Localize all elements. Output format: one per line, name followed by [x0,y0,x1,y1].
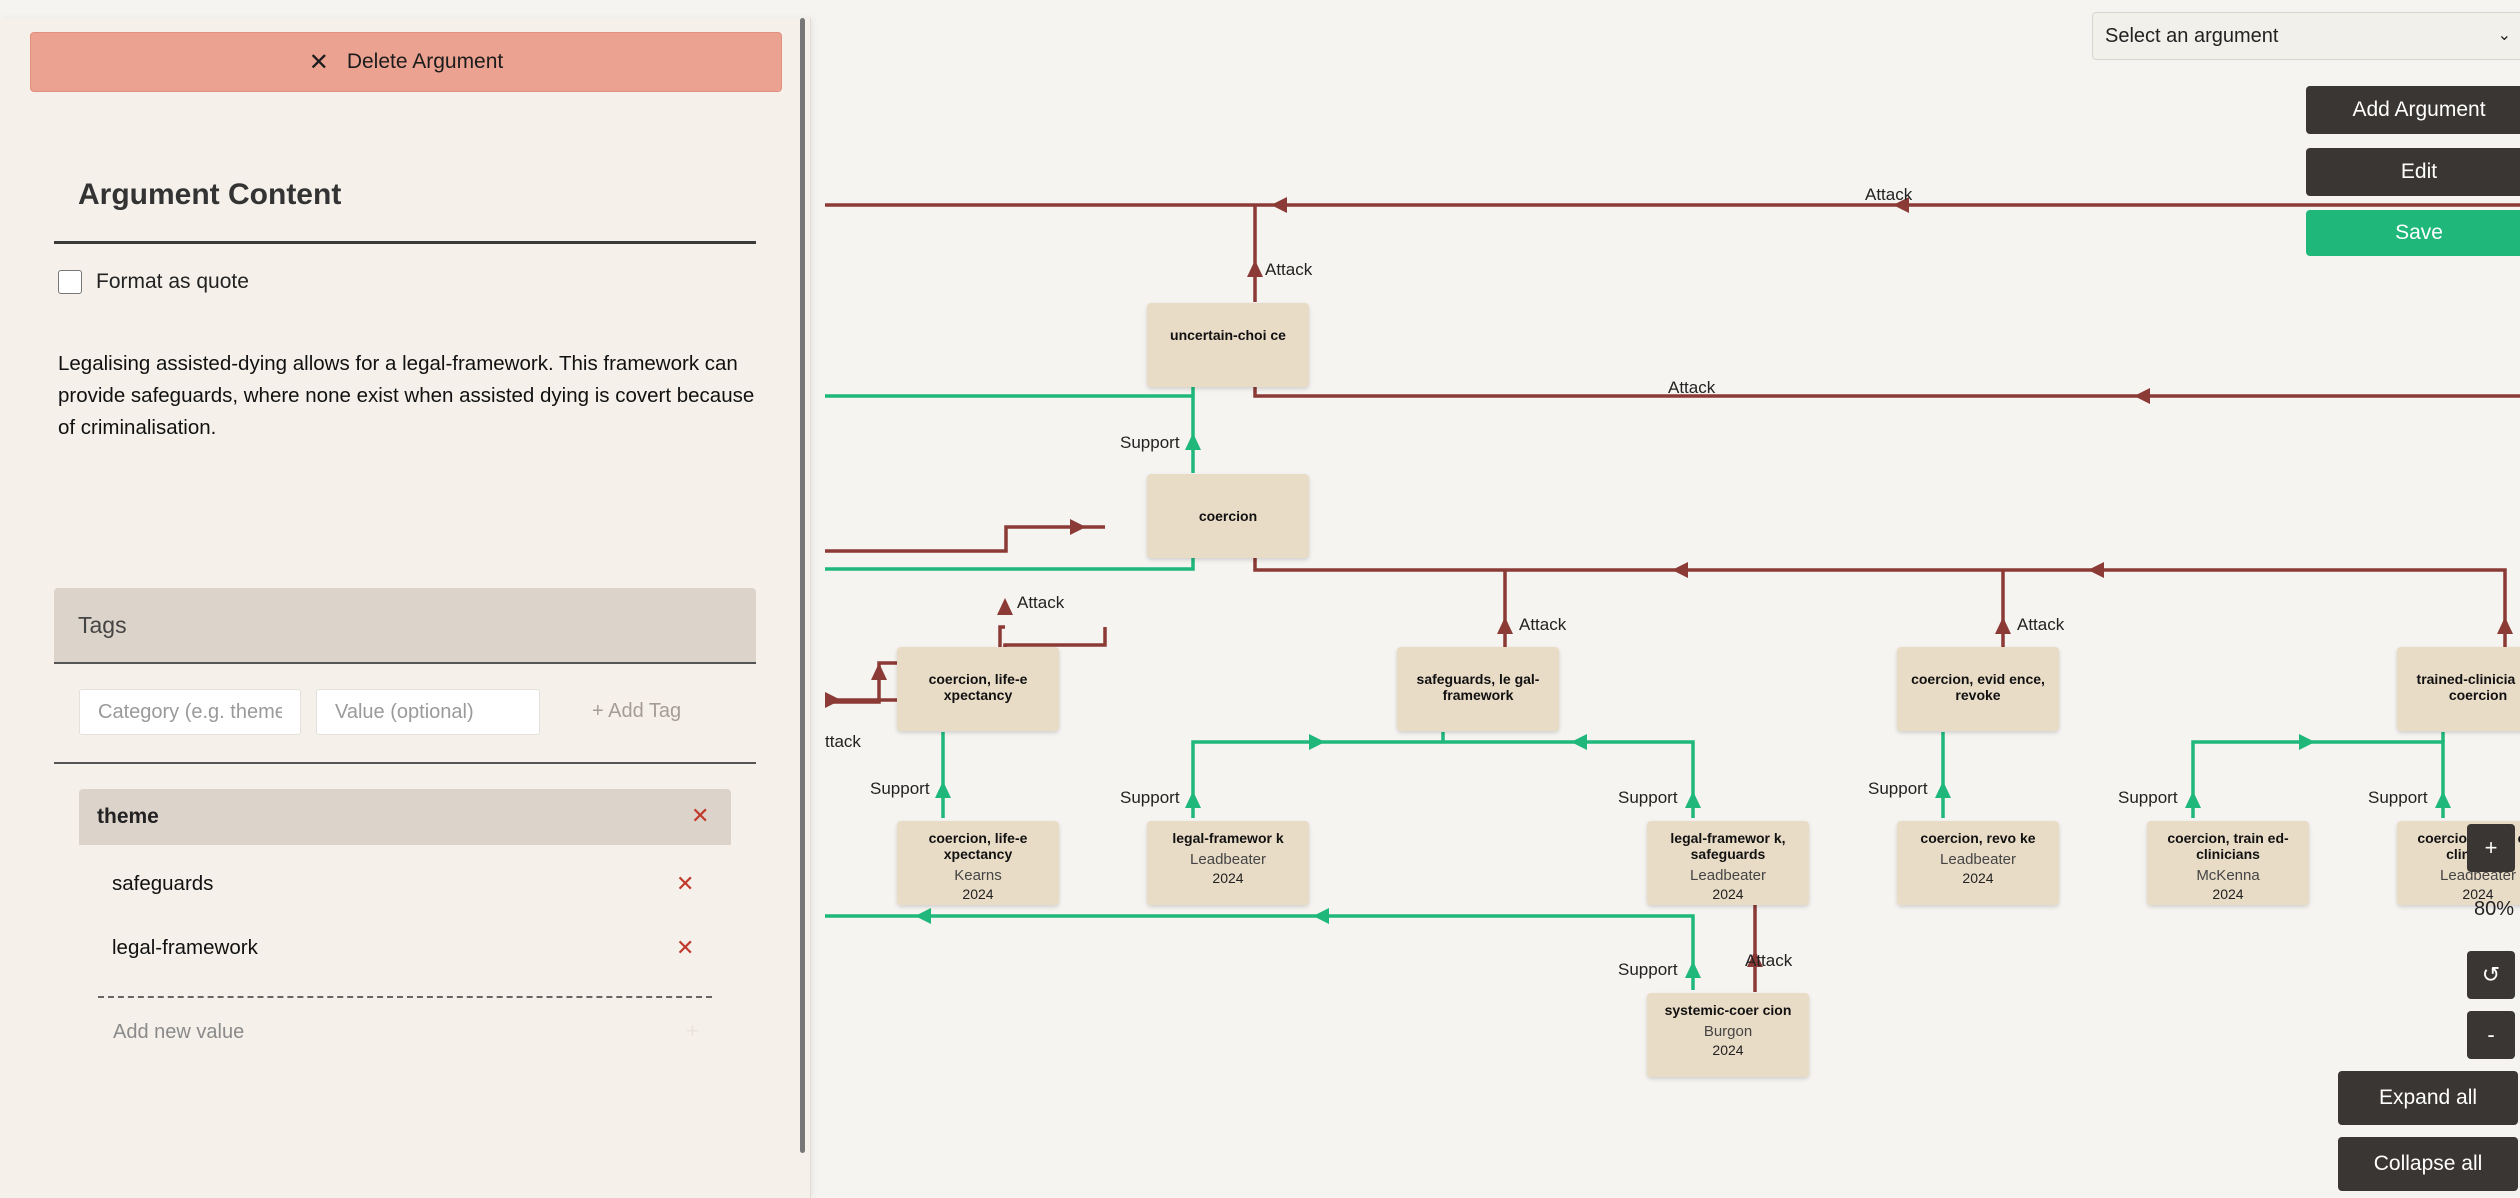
node-title: systemic-coer cion [1664,1002,1792,1018]
edge-label-attack: Attack [1265,260,1313,279]
node-title: coercion [1198,508,1258,524]
node-title: safeguards, le gal-framework [1416,671,1540,703]
argument-select[interactable]: Select an argument ⌄ [2092,12,2520,60]
node-title: coercion, train ed-clinicians [2167,830,2289,862]
tag-category-input[interactable] [79,689,301,735]
edge-label-attack: Attack [1017,593,1065,612]
edge-label-support: Support [2368,788,2428,807]
node-title: coercion, life-e xpectancy [928,830,1028,862]
edge-label-attack: Attack [1865,185,1913,204]
zoom-out-button[interactable]: - [2467,1011,2515,1059]
close-icon: ✕ [308,48,329,76]
attack-edges [825,203,2520,992]
node-author: Leadbeater [1940,851,2016,868]
node-year: 2024 [2462,886,2494,902]
tag-category-header: theme ✕ [79,789,731,845]
divider [98,996,712,998]
add-tag-button[interactable]: + Add Tag [592,700,682,722]
argument-content-title: Argument Content [78,178,342,211]
add-value-plus-icon[interactable]: + [686,1018,699,1043]
attack-arrows [825,197,2520,967]
node-year: 2024 [1712,1042,1744,1058]
node-year: 2024 [2212,886,2244,902]
tag-value-input[interactable] [316,689,540,735]
edge-label-support: Support [1618,960,1678,979]
edge-label-attack: Attack [1668,378,1716,397]
argument-select-value: Select an argument [2105,25,2279,47]
node-author: McKenna [2196,867,2260,884]
edge-label-support: Support [870,779,930,798]
argument-node[interactable]: uncertain-choi ce [1147,303,1309,387]
edge-label-support: Support [2118,788,2178,807]
node-title: trained-clinicia ns, coercion [2416,671,2520,703]
node-author: Kearns [954,867,1002,884]
zoom-in-button[interactable]: + [2467,824,2515,872]
delete-argument-label: Delete Argument [346,50,504,73]
format-quote-label: Format as quote [96,270,249,293]
edge-label-support: Support [1120,788,1180,807]
tag-value: legal-framework [112,936,258,959]
edge-label-attack: Attack [1519,615,1567,634]
support-arrows [915,433,2451,978]
node-year: 2024 [1712,886,1744,902]
source-node[interactable]: legal-framewor k, safeguards Leadbeater … [1647,821,1809,905]
node-title: coercion, life-e xpectancy [928,671,1028,703]
argument-node[interactable]: coercion, evid ence, revoke [1897,647,2059,731]
chevron-down-icon: ⌄ [2497,27,2511,44]
delete-category-icon[interactable]: ✕ [691,803,710,828]
tags-header: Tags [54,588,756,664]
edge-labels: Attack Attack Attack Support Attack Atta… [825,185,2428,979]
node-title: legal-framewor k, safeguards [1670,830,1786,862]
tag-value: safeguards [112,872,214,895]
divider [54,762,756,764]
save-button[interactable]: Save [2306,210,2520,256]
node-title: legal-framewor k [1172,830,1284,846]
expand-all-button[interactable]: Expand all [2338,1071,2518,1125]
graph-edges: Attack Attack Attack Support Attack Atta… [825,185,2520,992]
argument-node[interactable]: trained-clinicia ns, coercion [2397,647,2520,731]
tag-category-name: theme [97,805,159,828]
source-node[interactable]: systemic-coer cion Burgon 2024 [1647,993,1809,1077]
add-argument-button[interactable]: Add Argument [2306,86,2520,134]
argument-node[interactable]: coercion, life-e xpectancy [897,647,1059,731]
source-node[interactable]: coercion, train ed-clinicians McKenna 20… [2147,821,2309,905]
reset-zoom-button[interactable]: ↺ [2467,951,2515,999]
argument-node[interactable]: safeguards, le gal-framework [1397,647,1559,731]
format-quote-checkbox[interactable] [58,270,82,294]
source-node[interactable]: coercion, life-e xpectancy Kearns 2024 [897,821,1059,905]
delete-value-icon[interactable]: ✕ [676,871,695,896]
edge-label-attack: Attack [1745,951,1793,970]
argument-graph[interactable]: Attack Attack Attack Support Attack Atta… [825,0,2520,1198]
collapse-all-button[interactable]: Collapse all [2338,1137,2518,1191]
delete-argument-button[interactable]: ✕ Delete Argument [30,32,782,92]
edge-label-support: Support [1618,788,1678,807]
edge-label-attack: Attack [2017,615,2065,634]
node-year: 2024 [1962,870,1994,886]
edge-label-support: Support [1868,779,1928,798]
format-quote-row[interactable]: Format as quote [58,270,249,294]
node-author: Leadbeater [1690,867,1766,884]
source-node[interactable]: legal-framewor k Leadbeater 2024 [1147,821,1309,905]
argument-text[interactable]: Legalising assisted-dying allows for a l… [58,352,755,439]
node-author: Leadbeater [1190,851,1266,868]
node-year: 2024 [962,886,994,902]
panel-scrollbar[interactable] [800,18,805,1153]
node-title: coercion, evid ence, revoke [1911,671,2045,703]
node-year: 2024 [1212,870,1244,886]
node-title: uncertain-choi ce [1170,327,1286,343]
tags-title: Tags [78,612,127,638]
argument-node[interactable]: coercion [1147,474,1309,558]
divider [54,241,756,244]
edge-label-attack: ttack [825,732,861,751]
edge-label-support: Support [1120,433,1180,452]
edit-button[interactable]: Edit [2306,148,2520,196]
delete-value-icon[interactable]: ✕ [676,935,695,960]
node-author: Burgon [1703,1023,1753,1040]
add-value-input[interactable]: Add new value [113,1021,245,1043]
node-title: coercion, revo ke [1920,830,2036,846]
source-node[interactable]: coercion, revo ke Leadbeater 2024 [1897,821,2059,905]
zoom-level: 80% [2474,898,2515,920]
